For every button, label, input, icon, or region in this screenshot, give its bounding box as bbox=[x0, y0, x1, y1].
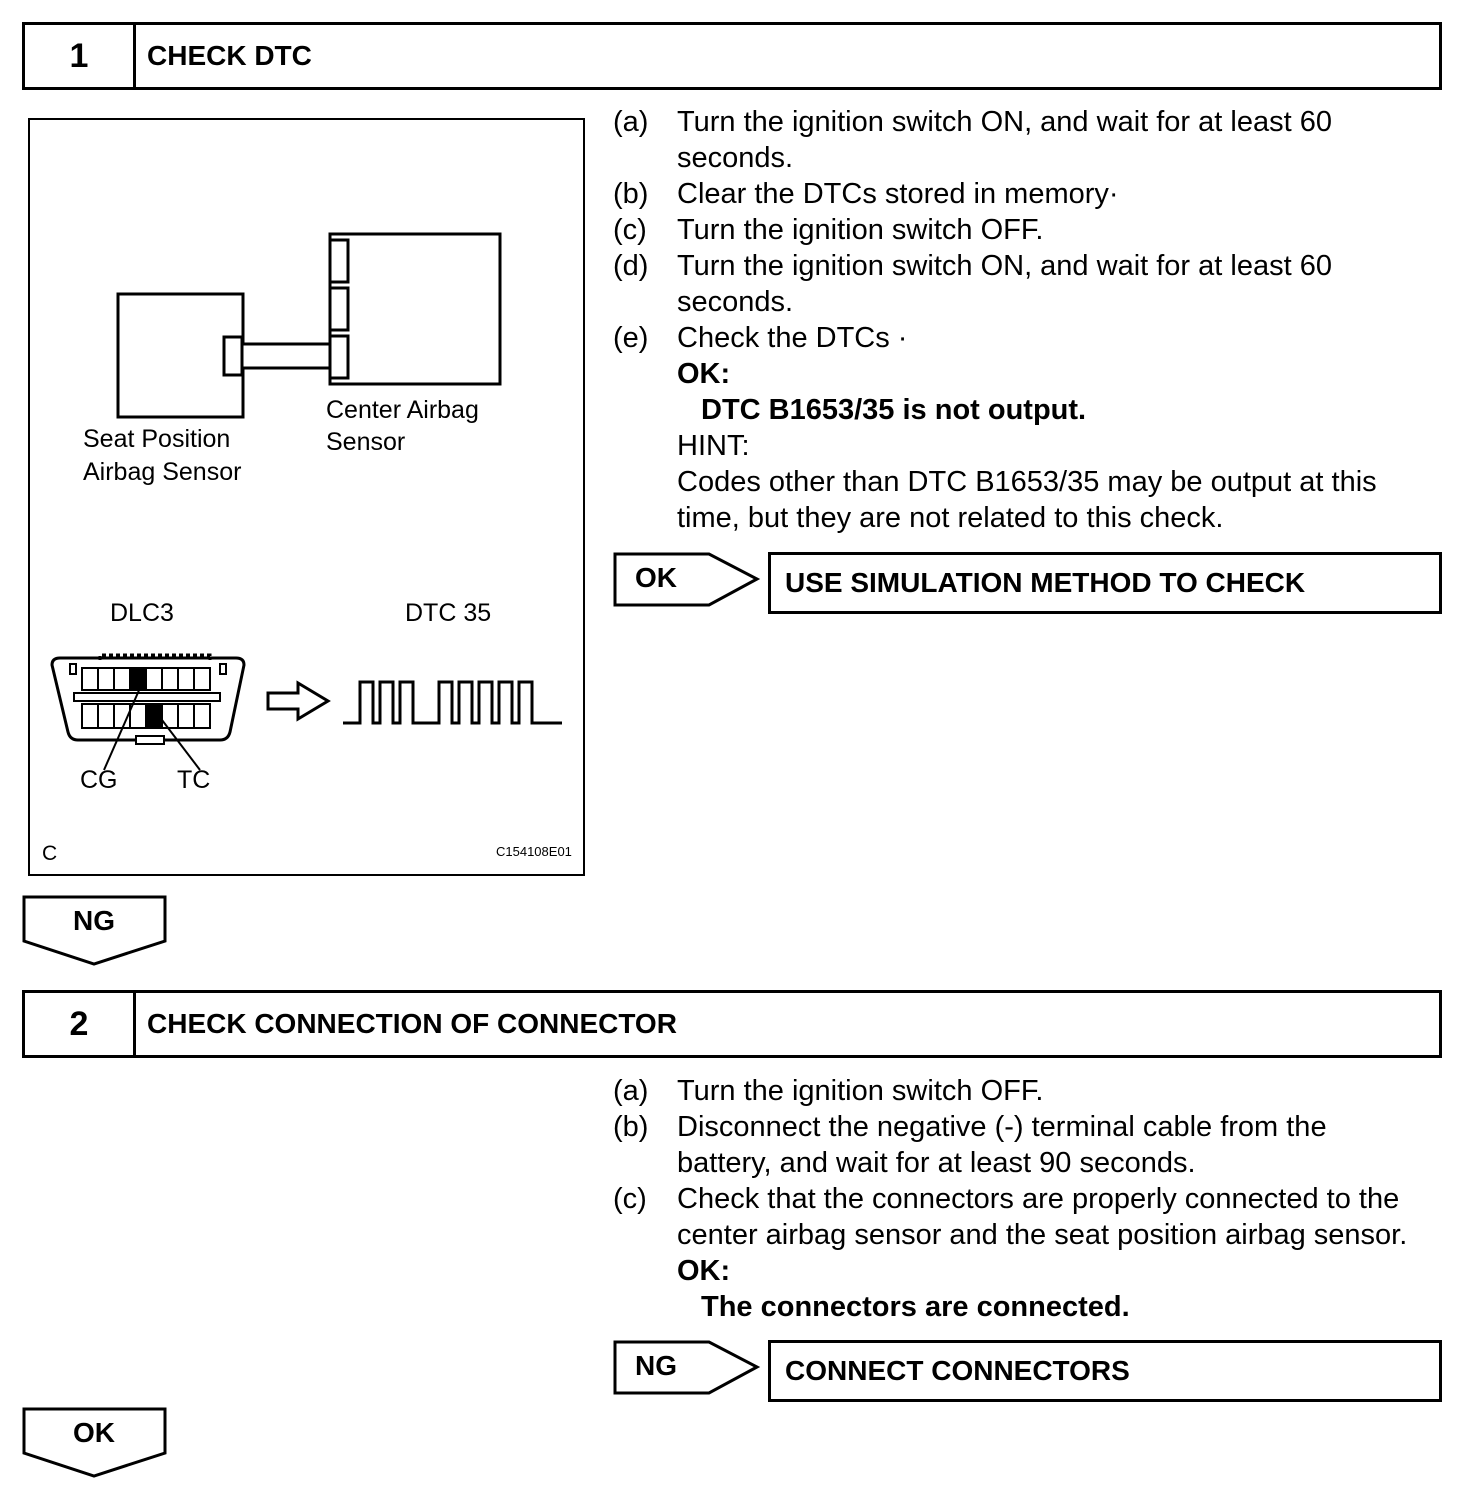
step-1-instructions: (a) Turn the ignition switch ON, and wai… bbox=[613, 104, 1453, 536]
dtc-35-waveform bbox=[343, 680, 562, 725]
step-1-result-action: USE SIMULATION METHOD TO CHECK bbox=[768, 552, 1442, 614]
ng-next-tag: NG bbox=[22, 895, 168, 972]
down-arrow-tag-icon bbox=[22, 1407, 167, 1478]
arrow-tag-icon bbox=[613, 1340, 761, 1395]
dtc-35-label: DTC 35 bbox=[405, 599, 492, 627]
instruction-item: (a) Turn the ignition switch ON, and wai… bbox=[613, 106, 1332, 174]
instruction-item: (a) Turn the ignition switch OFF. bbox=[613, 1075, 1044, 1107]
ok-result-tag: OK bbox=[613, 552, 763, 613]
seat-position-sensor-label-1: Seat Position bbox=[83, 425, 231, 453]
step-2-instructions: (a) Turn the ignition switch OFF. (b) Di… bbox=[613, 1073, 1453, 1325]
center-airbag-sensor-label-2: Sensor bbox=[326, 428, 406, 456]
ok-heading: OK: bbox=[677, 1255, 731, 1287]
instruction-item: (c) Check that the connectors are proper… bbox=[613, 1183, 1408, 1251]
center-airbag-sensor-label-1: Center Airbag bbox=[326, 396, 479, 424]
step-1-number: 1 bbox=[25, 25, 136, 87]
center-airbag-sensor-shape bbox=[328, 232, 502, 386]
ok-criteria: DTC B1653/35 is not output. bbox=[701, 394, 1087, 426]
step-2-header: 2 CHECK CONNECTION OF CONNECTOR bbox=[22, 990, 1442, 1058]
down-arrow-tag-icon bbox=[22, 895, 167, 966]
wiring-diagram bbox=[50, 232, 562, 771]
step-2-number: 2 bbox=[25, 993, 136, 1055]
step-1-title: CHECK DTC bbox=[147, 40, 312, 71]
step-1-header: 1 CHECK DTC bbox=[22, 22, 1442, 90]
wire-harness-shape bbox=[240, 342, 334, 370]
instruction-item: (c) Turn the ignition switch OFF. bbox=[613, 214, 1044, 246]
seat-position-sensor-shape bbox=[116, 292, 245, 419]
instruction-item: (b) Clear the DTCs stored in memory· bbox=[613, 178, 1119, 210]
dlc3-connector-shape bbox=[50, 653, 246, 771]
ok-criteria: The connectors are connected. bbox=[701, 1291, 1130, 1323]
ng-result-tag: NG bbox=[613, 1340, 763, 1401]
tc-terminal-label: TC bbox=[177, 766, 211, 794]
seat-position-sensor-label-2: Airbag Sensor bbox=[83, 458, 242, 486]
arrow-tag-icon bbox=[613, 552, 761, 607]
figure-corner-letter: C bbox=[42, 842, 58, 865]
cg-terminal-label: CG bbox=[80, 766, 118, 794]
instruction-item: (b) Disconnect the negative (-) terminal… bbox=[613, 1111, 1327, 1179]
step-2-result-action: CONNECT CONNECTORS bbox=[768, 1340, 1442, 1402]
hint-heading: HINT: bbox=[677, 430, 750, 462]
dlc3-label: DLC3 bbox=[110, 599, 174, 627]
step-2-title: CHECK CONNECTION OF CONNECTOR bbox=[147, 1008, 677, 1039]
figure-code: C154108E01 bbox=[496, 844, 572, 859]
hollow-arrow-icon bbox=[266, 680, 331, 722]
instruction-item: (d) Turn the ignition switch ON, and wai… bbox=[613, 250, 1332, 318]
instruction-item: (e) Check the DTCs · bbox=[613, 322, 908, 354]
ok-next-tag: OK bbox=[22, 1407, 168, 1484]
step-1-illustration: Center Airbag Sensor Seat Position Airba… bbox=[28, 118, 585, 876]
hint-text: Codes other than DTC B1653/35 may be out… bbox=[677, 466, 1377, 534]
ok-heading: OK: bbox=[677, 358, 731, 390]
